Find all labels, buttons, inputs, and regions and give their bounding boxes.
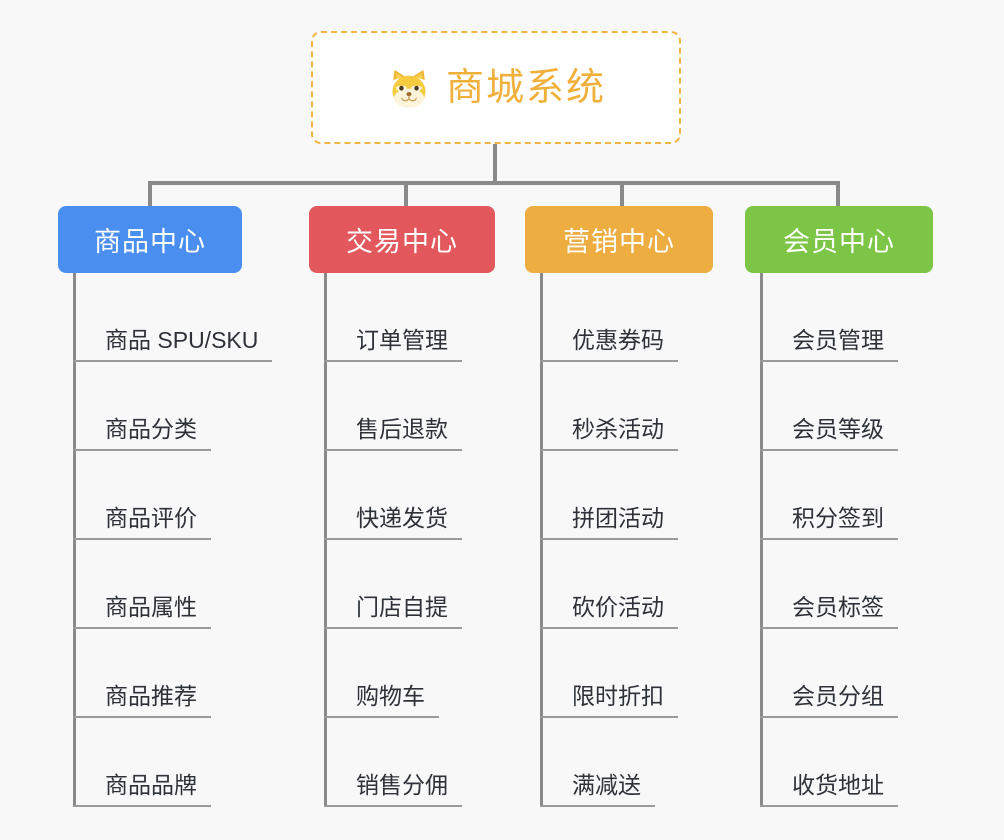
leaf-item[interactable]: 优惠券码 [525, 273, 713, 362]
leaf-label: 门店自提 [356, 593, 448, 620]
leaf-item[interactable]: 限时折扣 [525, 629, 713, 718]
leaf-item[interactable]: 会员等级 [745, 362, 933, 451]
leaf-item[interactable]: 会员分组 [745, 629, 933, 718]
branch-marketing-center: 营销中心 优惠券码 秒杀活动 拼团活动 砍价活动 限时折扣 满减送 [525, 206, 713, 807]
leaf-item[interactable]: 商品分类 [58, 362, 272, 451]
branch-header-1[interactable]: 交易中心 [309, 206, 495, 273]
leaf-item[interactable]: 商品 SPU/SKU [58, 273, 273, 362]
connector-horizontal-bus [148, 181, 840, 185]
leaf-item[interactable]: 积分签到 [745, 451, 933, 540]
leaf-label: 商品品牌 [105, 771, 197, 798]
leaf-label: 秒杀活动 [572, 415, 664, 442]
leaf-list-3: 会员管理 会员等级 积分签到 会员标签 会员分组 收货地址 [745, 273, 933, 807]
branch-header-2[interactable]: 营销中心 [525, 206, 713, 273]
branch-member-center: 会员中心 会员管理 会员等级 积分签到 会员标签 会员分组 收货地址 [745, 206, 933, 807]
branch-header-0[interactable]: 商品中心 [58, 206, 242, 273]
branch-header-label-2: 营销中心 [563, 227, 675, 257]
leaf-item[interactable]: 订单管理 [309, 273, 495, 362]
leaf-label: 购物车 [356, 682, 425, 709]
root-node-shop-system[interactable]: 商城系统 [311, 31, 681, 144]
branch-trade-center: 交易中心 订单管理 售后退款 快递发货 门店自提 购物车 销售分佣 [309, 206, 495, 807]
branch-header-label-3: 会员中心 [783, 227, 895, 257]
leaf-list-0: 商品 SPU/SKU 商品分类 商品评价 商品属性 商品推荐 商品品牌 [58, 273, 273, 807]
leaf-item[interactable]: 满减送 [525, 718, 713, 807]
branch-header-3[interactable]: 会员中心 [745, 206, 933, 273]
leaf-label: 满减送 [572, 771, 641, 798]
branch-product-center: 商品中心 商品 SPU/SKU 商品分类 商品评价 商品属性 商品推荐 商品品牌 [58, 206, 273, 807]
leaf-label: 拼团活动 [572, 504, 664, 531]
leaf-item[interactable]: 秒杀活动 [525, 362, 713, 451]
leaf-item[interactable]: 销售分佣 [309, 718, 495, 807]
leaf-label: 售后退款 [356, 415, 448, 442]
connector-root-stem [493, 144, 497, 184]
connector-drop-branch-1 [404, 181, 408, 208]
leaf-label: 积分签到 [792, 504, 884, 531]
leaf-label: 会员分组 [792, 682, 884, 709]
branch-spine-1 [324, 273, 327, 807]
branch-spine-2 [540, 273, 543, 807]
leaf-item[interactable]: 会员管理 [745, 273, 933, 362]
leaf-item[interactable]: 商品品牌 [58, 718, 272, 807]
leaf-label: 商品推荐 [105, 682, 197, 709]
branch-spine-0 [73, 273, 76, 807]
leaf-label: 商品评价 [105, 504, 197, 531]
branch-header-label-1: 交易中心 [346, 227, 458, 257]
connector-drop-branch-0 [148, 181, 152, 208]
branch-header-label-0: 商品中心 [94, 227, 206, 257]
leaf-label: 商品分类 [105, 415, 197, 442]
connector-drop-branch-2 [620, 181, 624, 208]
leaf-item[interactable]: 商品评价 [58, 451, 272, 540]
leaf-item[interactable]: 售后退款 [309, 362, 495, 451]
leaf-item[interactable]: 门店自提 [309, 540, 495, 629]
leaf-list-1: 订单管理 售后退款 快递发货 门店自提 购物车 销售分佣 [309, 273, 495, 807]
leaf-item[interactable]: 购物车 [309, 629, 495, 718]
leaf-item[interactable]: 会员标签 [745, 540, 933, 629]
leaf-label: 销售分佣 [356, 771, 448, 798]
leaf-item[interactable]: 收货地址 [745, 718, 933, 807]
leaf-label: 会员标签 [792, 593, 884, 620]
leaf-label: 订单管理 [356, 326, 448, 353]
leaf-item[interactable]: 砍价活动 [525, 540, 713, 629]
leaf-item[interactable]: 商品属性 [58, 540, 272, 629]
leaf-label: 商品 SPU/SKU [105, 326, 259, 353]
leaf-label: 限时折扣 [572, 682, 664, 709]
leaf-label: 会员等级 [792, 415, 884, 442]
leaf-label: 商品属性 [105, 593, 197, 620]
root-title: 商城系统 [445, 66, 606, 109]
leaf-label: 快递发货 [356, 504, 448, 531]
leaf-label: 收货地址 [792, 771, 884, 798]
leaf-label: 砍价活动 [572, 593, 664, 620]
leaf-label: 会员管理 [792, 326, 884, 353]
branch-spine-3 [760, 273, 763, 807]
leaf-list-2: 优惠券码 秒杀活动 拼团活动 砍价活动 限时折扣 满减送 [525, 273, 713, 807]
shiba-dog-icon [386, 67, 432, 113]
leaf-item[interactable]: 快递发货 [309, 451, 495, 540]
leaf-item[interactable]: 拼团活动 [525, 451, 713, 540]
connector-drop-branch-3 [836, 181, 840, 208]
leaf-label: 优惠券码 [572, 326, 664, 353]
leaf-item[interactable]: 商品推荐 [58, 629, 272, 718]
